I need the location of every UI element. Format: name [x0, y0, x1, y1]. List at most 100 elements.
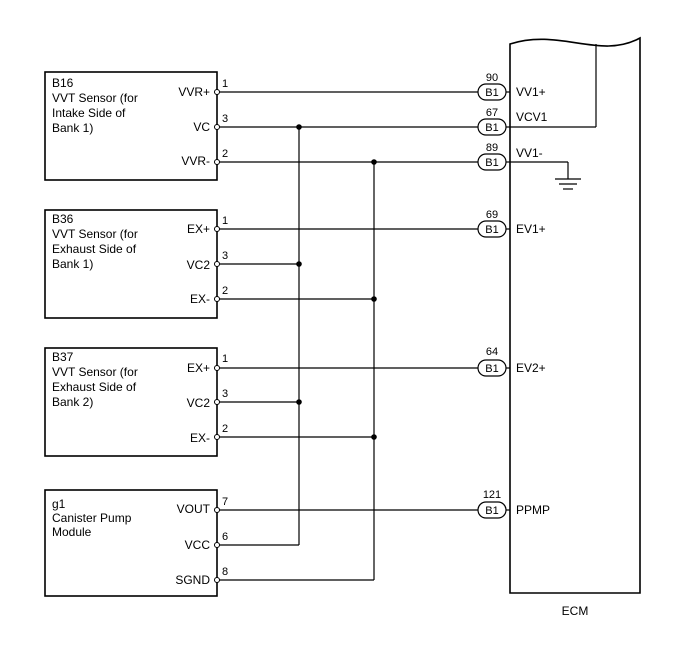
ecm-terminal-89: 89 B1 VV1- — [477, 142, 543, 171]
pin-name: EX+ — [187, 222, 210, 236]
ecm-signal-name: VV1+ — [516, 85, 546, 99]
ecm-terminal-69: 69 B1 EV1+ — [477, 209, 546, 238]
connector-label: B1 — [485, 87, 498, 99]
ecm-terminal-number: 121 — [483, 489, 501, 501]
connector-label: B1 — [485, 363, 498, 375]
ecm-terminal-64: 64 B1 EV2+ — [477, 346, 546, 377]
junction-dot — [296, 124, 302, 130]
pin-name: VVR- — [181, 154, 210, 168]
pin-number: 1 — [222, 78, 228, 90]
pin-name: VC2 — [187, 396, 211, 410]
component-title-line: Bank 2) — [52, 395, 93, 409]
component-title-line: VVT Sensor (for — [52, 227, 138, 241]
component-b16: B16 VVT Sensor (for Intake Side of Bank … — [44, 71, 218, 181]
connector-label: B1 — [485, 224, 498, 236]
pin-number: 1 — [222, 215, 228, 227]
pin-name: VC — [193, 120, 210, 134]
pin-terminal — [214, 124, 220, 130]
component-box — [44, 71, 218, 181]
ecm-terminal-number: 89 — [486, 142, 498, 154]
component-id: B37 — [52, 350, 74, 364]
component-title-line: Module — [52, 525, 92, 539]
pin-terminals: 1 3 2 1 3 2 1 3 2 7 6 8 — [214, 78, 228, 583]
connector-badge — [477, 118, 507, 136]
ecm-terminal-121: 121 B1 PPMP — [477, 489, 550, 519]
pin-number: 7 — [222, 496, 228, 508]
ecm-terminal-67: 67 B1 VCV1 — [477, 107, 548, 136]
ecm-signal-name: EV2+ — [516, 361, 546, 375]
component-box — [44, 489, 218, 597]
component-g1: g1 Canister Pump Module VOUT VCC SGND — [44, 489, 218, 597]
junction-dot — [371, 159, 377, 165]
pin-terminal — [214, 89, 220, 95]
ecm-block: ECM — [509, 36, 641, 618]
ecm-outline — [509, 36, 641, 594]
connector-badge — [477, 153, 507, 171]
connector-badge — [477, 83, 507, 101]
pin-terminal — [214, 226, 220, 232]
component-b37: B37 VVT Sensor (for Exhaust Side of Bank… — [44, 347, 218, 457]
pin-terminal — [214, 296, 220, 302]
ecm-terminal-number: 90 — [486, 72, 498, 84]
pin-terminal — [214, 577, 220, 583]
pin-name: VVR+ — [178, 85, 210, 99]
ecm-signal-name: VV1- — [516, 146, 543, 160]
pin-name: EX- — [190, 431, 210, 445]
junction-dot — [371, 296, 377, 302]
component-b36: B36 VVT Sensor (for Exhaust Side of Bank… — [44, 209, 218, 319]
component-title-line: Canister Pump — [52, 511, 132, 525]
ecm-terminal-90: 90 B1 VV1+ — [477, 72, 546, 101]
component-title-line: VVT Sensor (for — [52, 91, 138, 105]
pin-terminal — [214, 261, 220, 267]
pin-terminal — [214, 542, 220, 548]
pin-number: 3 — [222, 113, 228, 125]
pin-name: EX+ — [187, 361, 210, 375]
junction-dot — [296, 261, 302, 267]
wires — [217, 91, 510, 581]
pin-name: VCC — [185, 538, 211, 552]
pin-number: 3 — [222, 250, 228, 262]
ground-icon — [510, 161, 581, 190]
pin-number: 3 — [222, 388, 228, 400]
ecm-terminal-number: 67 — [486, 107, 498, 119]
pin-name: VOUT — [177, 502, 211, 516]
component-title-line: Intake Side of — [52, 106, 126, 120]
pin-number: 2 — [222, 285, 228, 297]
connector-label: B1 — [485, 157, 498, 169]
junction-dot — [371, 434, 377, 440]
pin-number: 6 — [222, 531, 228, 543]
ecm-label: ECM — [562, 604, 589, 618]
connector-label: B1 — [485, 122, 498, 134]
component-title-line: Exhaust Side of — [52, 242, 137, 256]
ecm-terminal-number: 64 — [486, 346, 498, 358]
pin-number: 2 — [222, 423, 228, 435]
ecm-terminal-number: 69 — [486, 209, 498, 221]
pin-number: 1 — [222, 353, 228, 365]
component-title-line: Bank 1) — [52, 257, 93, 271]
ecm-signal-name: PPMP — [516, 503, 550, 517]
component-id: g1 — [52, 497, 66, 511]
connector-label: B1 — [485, 505, 498, 517]
pin-name: EX- — [190, 292, 210, 306]
component-title-line: Exhaust Side of — [52, 380, 137, 394]
component-id: B36 — [52, 212, 74, 226]
junction-dot — [296, 399, 302, 405]
connector-badge — [477, 220, 507, 238]
pin-number: 8 — [222, 566, 228, 578]
pin-terminal — [214, 507, 220, 513]
component-title-line: VVT Sensor (for — [52, 365, 138, 379]
pin-name: VC2 — [187, 258, 211, 272]
connector-badge — [477, 501, 507, 519]
pin-terminal — [214, 434, 220, 440]
pin-terminal — [214, 159, 220, 165]
pin-terminal — [214, 365, 220, 371]
ecm-signal-name: VCV1 — [516, 110, 548, 124]
component-id: B16 — [52, 76, 74, 90]
ecm-signal-name: EV1+ — [516, 222, 546, 236]
component-title-line: Bank 1) — [52, 121, 93, 135]
pin-name: SGND — [175, 573, 210, 587]
connector-badge — [477, 359, 507, 377]
pin-number: 2 — [222, 148, 228, 160]
pin-terminal — [214, 399, 220, 405]
